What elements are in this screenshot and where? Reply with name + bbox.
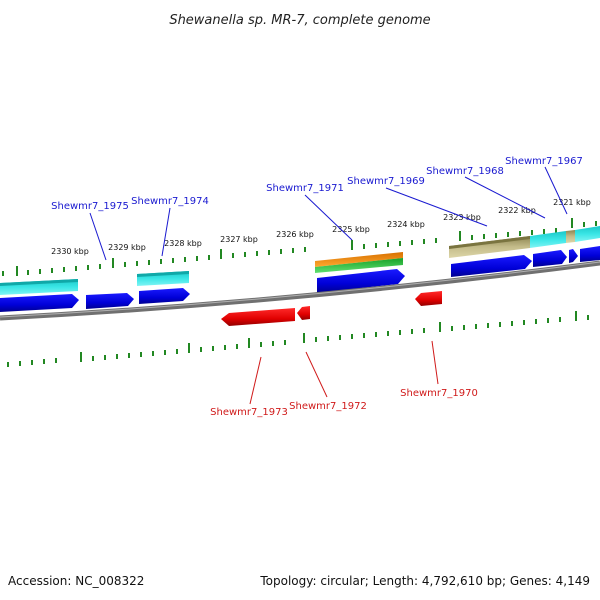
reverse-strand-genes bbox=[221, 291, 442, 326]
scale-labels: 2330 kbp 2329 kbp 2328 kbp 2327 kbp 2326… bbox=[51, 198, 591, 256]
scale-label-2324: 2324 kbp bbox=[387, 220, 425, 229]
gene-label-1968[interactable]: Shewmr7_1968 bbox=[426, 166, 504, 177]
forward-gene-labels: Shewmr7_1975 Shewmr7_1974 Shewmr7_1971 S… bbox=[51, 156, 583, 261]
scale-label-2326: 2326 kbp bbox=[276, 230, 314, 239]
cyan-feature-4[interactable] bbox=[575, 226, 600, 242]
cyan-feature-3[interactable] bbox=[530, 231, 566, 248]
green-feature[interactable] bbox=[315, 258, 403, 273]
upper-tick-ring bbox=[2, 218, 597, 276]
gene-arrow-fwd-8[interactable] bbox=[580, 246, 600, 262]
gene-arrow-fwd-4[interactable] bbox=[317, 269, 405, 293]
scale-label-2327: 2327 kbp bbox=[220, 235, 258, 244]
scale-label-2330: 2330 kbp bbox=[51, 247, 89, 256]
accession-label: Accession: NC_008322 bbox=[8, 574, 144, 588]
khaki-feature-2[interactable] bbox=[566, 230, 575, 243]
gene-label-1973[interactable]: Shewmr7_1973 bbox=[210, 407, 288, 418]
feature-track bbox=[0, 226, 600, 295]
gene-arrow-rev-3[interactable] bbox=[415, 291, 442, 306]
gene-label-1975[interactable]: Shewmr7_1975 bbox=[51, 201, 129, 212]
gene-arrow-fwd-6[interactable] bbox=[533, 250, 567, 267]
gene-arrow-fwd-2[interactable] bbox=[86, 293, 134, 309]
forward-strand-genes bbox=[0, 246, 600, 312]
gene-label-1970[interactable]: Shewmr7_1970 bbox=[400, 388, 478, 399]
gene-arrow-fwd-1[interactable] bbox=[0, 294, 79, 312]
scale-label-2325: 2325 kbp bbox=[332, 225, 370, 234]
gene-label-1972[interactable]: Shewmr7_1972 bbox=[289, 401, 367, 412]
gene-arrow-fwd-7[interactable] bbox=[569, 249, 578, 263]
scale-label-2323: 2323 kbp bbox=[443, 213, 481, 222]
scale-label-2328: 2328 kbp bbox=[164, 239, 202, 248]
reverse-gene-labels: Shewmr7_1973 Shewmr7_1972 Shewmr7_1970 bbox=[210, 340, 478, 418]
gene-label-1969[interactable]: Shewmr7_1969 bbox=[347, 176, 425, 187]
gene-label-1971[interactable]: Shewmr7_1971 bbox=[266, 183, 344, 194]
orange-feature[interactable] bbox=[315, 252, 403, 267]
gene-arrow-fwd-5[interactable] bbox=[451, 255, 532, 277]
gene-arrow-rev-2[interactable] bbox=[297, 306, 310, 320]
gene-label-1967[interactable]: Shewmr7_1967 bbox=[505, 156, 583, 167]
topology-summary: Topology: circular; Length: 4,792,610 bp… bbox=[259, 574, 590, 588]
scale-label-2322: 2322 kbp bbox=[498, 206, 536, 215]
scale-label-2329: 2329 kbp bbox=[108, 243, 146, 252]
map-title: Shewanella sp. MR-7, complete genome bbox=[169, 13, 430, 28]
genome-backbone bbox=[0, 260, 600, 321]
gene-arrow-rev-1[interactable] bbox=[221, 308, 295, 326]
gene-arrow-fwd-3[interactable] bbox=[139, 288, 190, 304]
gene-label-1974[interactable]: Shewmr7_1974 bbox=[131, 196, 209, 207]
lower-tick-ring bbox=[7, 311, 589, 367]
scale-label-2321: 2321 kbp bbox=[553, 198, 591, 207]
